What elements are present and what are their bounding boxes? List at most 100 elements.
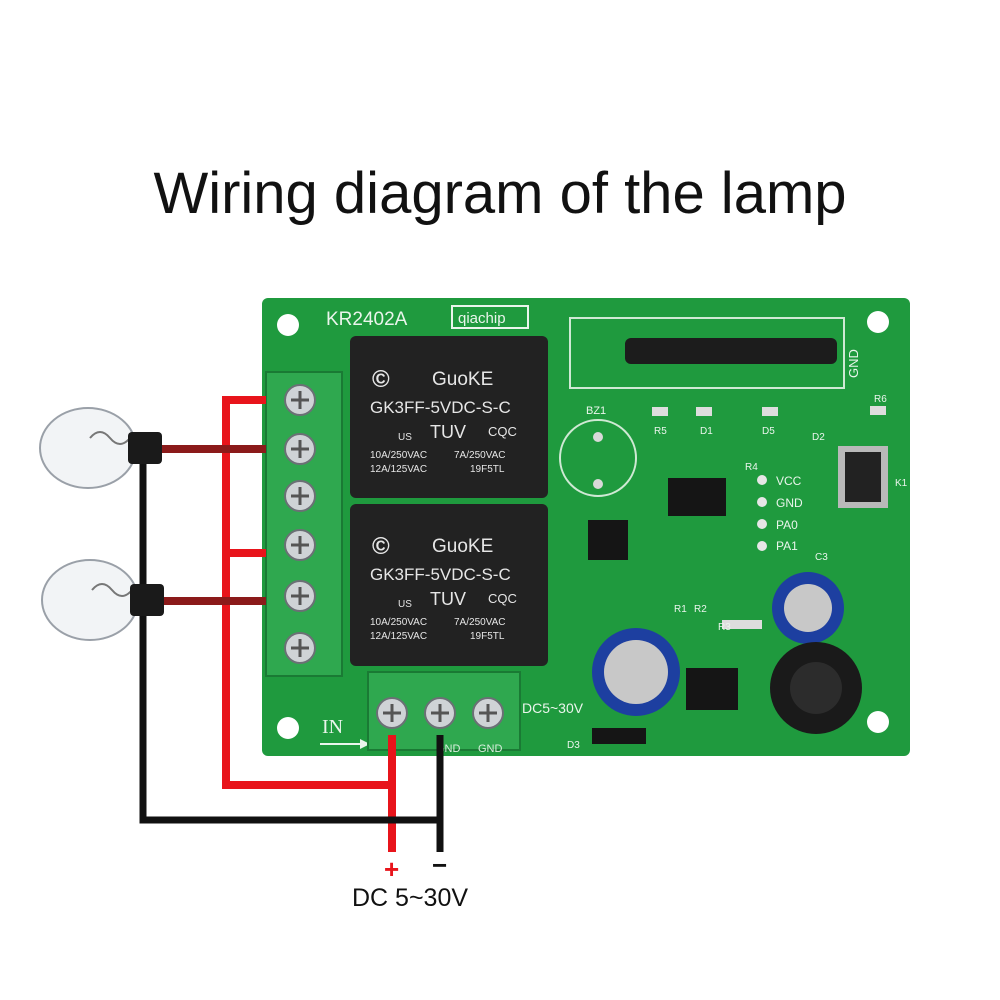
input-label: IN: [322, 716, 343, 738]
silk-d1: D1: [700, 426, 713, 437]
mount-hole: [867, 711, 889, 733]
inductor-core: [790, 662, 842, 714]
antenna-gnd-label: GND: [846, 349, 861, 378]
bulb-glass: [41, 559, 139, 641]
board-brand: qiachip: [458, 310, 506, 327]
terminal-screw: [284, 384, 316, 416]
relay-body: [350, 336, 548, 498]
relay-rating-4: 19F5TL: [470, 464, 505, 475]
input-arrow-head: [360, 739, 370, 749]
supply-plus: +: [384, 854, 399, 884]
terminal-screw: [284, 433, 316, 465]
silk-d5: D5: [762, 426, 775, 437]
terminal-screw: [472, 697, 504, 729]
pin-pa1: PA1: [776, 539, 798, 553]
pad: [757, 541, 767, 551]
pad: [593, 432, 603, 442]
brand-box: [451, 305, 529, 329]
relay-body: [350, 504, 548, 666]
bulb-socket: [128, 432, 162, 464]
supply-minus: −: [432, 850, 447, 880]
silk-k1: K1: [895, 478, 908, 489]
bulb-socket: [130, 584, 164, 616]
smd-part: [762, 407, 778, 416]
silk-r6: R6: [874, 394, 887, 405]
bulb-glass: [39, 407, 137, 489]
smd-part: [696, 407, 712, 416]
relay-part: GK3FF-5VDC-S-C: [370, 398, 511, 417]
pad: [757, 519, 767, 529]
terminal-screw: [284, 580, 316, 612]
smd-part: [722, 620, 762, 629]
wiring: [139, 396, 444, 852]
positive-wire: [222, 396, 392, 789]
supply-label: DC 5~30V: [352, 884, 468, 912]
lamp-1: [39, 407, 162, 489]
diode-d3: [592, 728, 646, 744]
pin-gnd: GND: [776, 496, 803, 510]
push-button-cap: [845, 452, 881, 502]
negative-wire: [139, 458, 440, 824]
relay-bottom: © GuoKE GK3FF-5VDC-S-C US TUV CQC 10A/25…: [350, 504, 548, 666]
silk-r4: R4: [745, 462, 758, 473]
silk-dc-range: DC5~30V: [522, 700, 584, 716]
relay-rating-1: 10A/250VAC: [370, 450, 427, 461]
capacitor-top: [784, 584, 832, 632]
silk-r2: R2: [694, 604, 707, 615]
relay-rating-3: 12A/125VAC: [370, 631, 427, 642]
ic-chip: [686, 668, 738, 710]
board-model: KR2402A: [326, 309, 408, 330]
relay-cert-us: US: [398, 432, 412, 443]
terminal-screw: [284, 480, 316, 512]
relay-maker: GuoKE: [432, 369, 493, 390]
mount-hole: [277, 717, 299, 739]
terminal-gnd-label: GND: [478, 743, 503, 755]
pin-vcc: VCC: [776, 474, 802, 488]
bulb-filament: [89, 431, 131, 445]
pin-pa0: PA0: [776, 518, 798, 532]
capacitor-top: [604, 640, 668, 704]
relay-cert-cqc: CQC: [488, 591, 517, 606]
lamp-2: [41, 559, 164, 641]
relay-cert-tuv: TUV: [430, 589, 466, 609]
page-title: Wiring diagram of the lamp: [153, 161, 847, 226]
relay-maker: GuoKE: [432, 536, 493, 557]
bulb-filament: [91, 583, 133, 597]
terminal-screw: [424, 697, 456, 729]
silk-d2: D2: [812, 432, 825, 443]
ic-chip: [588, 520, 628, 560]
relay-part: GK3FF-5VDC-S-C: [370, 565, 511, 584]
output-terminal-block: [265, 371, 343, 677]
relay-cert-cqc: CQC: [488, 424, 517, 439]
silk-r1: R1: [674, 604, 687, 615]
mount-hole: [277, 314, 299, 336]
silk-r5: R5: [654, 426, 667, 437]
pad: [757, 497, 767, 507]
silk-r3: R3: [718, 622, 731, 633]
smd-part: [870, 406, 886, 415]
terminal-screw: [376, 697, 408, 729]
relay-cert-us: US: [398, 599, 412, 610]
terminal-screw: [284, 632, 316, 664]
antenna-outline: [569, 317, 845, 389]
pad: [757, 475, 767, 485]
relay-rating-2: 7A/250VAC: [454, 450, 506, 461]
silk-c3: C3: [815, 552, 828, 563]
buzzer-outline: [559, 419, 637, 497]
terminal-screw: [284, 529, 316, 561]
relay-rating-2: 7A/250VAC: [454, 617, 506, 628]
relay-rating-1: 10A/250VAC: [370, 617, 427, 628]
terminal-housing: [265, 371, 343, 677]
ic-chip: [668, 478, 726, 516]
smd-part: [652, 407, 668, 416]
relay-logo: ©: [372, 366, 390, 393]
relay-rating-4: 19F5TL: [470, 631, 505, 642]
antenna-coil: [625, 338, 837, 364]
relay-top: © GuoKE GK3FF-5VDC-S-C US TUV CQC 10A/25…: [350, 336, 548, 498]
relay-rating-3: 12A/125VAC: [370, 464, 427, 475]
pad: [593, 479, 603, 489]
silk-d3: D3: [567, 740, 580, 751]
silk-bz1: BZ1: [586, 405, 606, 417]
mount-hole: [867, 311, 889, 333]
